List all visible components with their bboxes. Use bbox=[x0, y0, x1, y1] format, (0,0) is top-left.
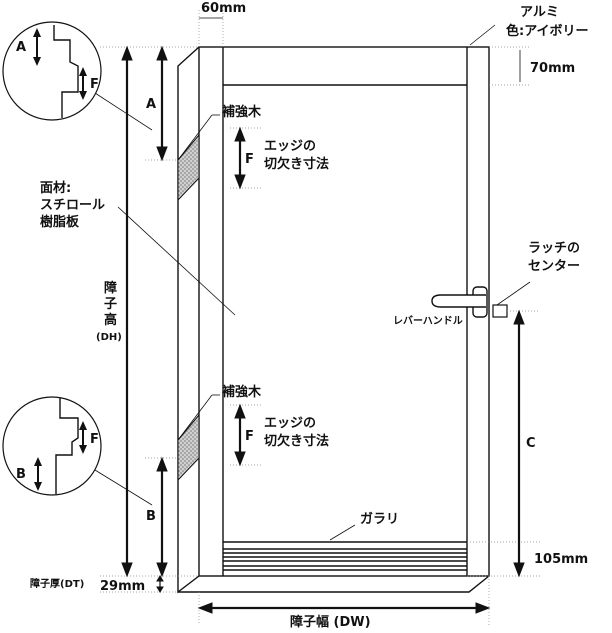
label-dim-c: C bbox=[526, 436, 536, 451]
label-notch-bottom-1: エッジの bbox=[264, 416, 316, 431]
label-aluminum-1: アルミ bbox=[520, 5, 559, 20]
reinforcement-top bbox=[177, 133, 200, 202]
door-edge-left bbox=[177, 46, 200, 594]
label-height-3: 高 bbox=[104, 312, 117, 328]
label-width: 障子幅 (DW) bbox=[290, 614, 371, 630]
label-height-1: 障 bbox=[104, 280, 117, 296]
reinforcement-bottom bbox=[177, 413, 200, 482]
louver-slats bbox=[223, 548, 467, 571]
lever-handle-icon bbox=[431, 286, 488, 318]
label-thickness: 障子厚(DT) bbox=[30, 577, 84, 590]
label-latch-1: ラッチの bbox=[528, 241, 580, 256]
label-thickness-value: 29mm bbox=[100, 579, 145, 594]
detail-circle-bottom bbox=[2, 396, 102, 496]
label-top-rail: 70mm bbox=[530, 61, 575, 76]
label-dim-f-top: F bbox=[245, 152, 254, 167]
label-dim-b: B bbox=[146, 509, 156, 524]
detail-circle-top bbox=[2, 21, 102, 121]
leader-lines bbox=[94, 24, 531, 541]
label-detail-f-top: F bbox=[90, 77, 99, 92]
label-louver: ガラリ bbox=[360, 512, 399, 527]
label-top-width: 60mm bbox=[201, 1, 246, 16]
label-notch-top-2: 切欠き寸法 bbox=[264, 156, 329, 172]
label-dim-f-bottom: F bbox=[245, 429, 254, 444]
label-reinforce-top: 補強木 bbox=[221, 104, 262, 120]
label-height-4: (DH) bbox=[96, 332, 122, 343]
label-height-2: 子 bbox=[104, 297, 117, 312]
label-lever: レバーハンドル bbox=[393, 315, 463, 327]
label-latch-2: センター bbox=[528, 259, 580, 274]
dimension-arrows bbox=[121, 17, 525, 614]
label-detail-b: B bbox=[16, 467, 26, 482]
label-reinforce-bottom: 補強木 bbox=[221, 384, 262, 400]
door-outline bbox=[198, 46, 490, 577]
label-dim-a: A bbox=[146, 97, 156, 112]
label-notch-bottom-2: 切欠き寸法 bbox=[264, 433, 329, 449]
label-aluminum-2: 色:アイボリー bbox=[506, 23, 589, 39]
label-detail-a: A bbox=[16, 40, 26, 55]
door-edge-bottom bbox=[178, 575, 490, 593]
label-notch-top-1: エッジの bbox=[264, 139, 316, 154]
label-bottom-rail: 105mm bbox=[534, 552, 588, 567]
label-face-1: 面材: bbox=[40, 180, 71, 196]
label-face-2: スチロール bbox=[40, 198, 105, 213]
label-detail-f-bottom: F bbox=[90, 432, 99, 447]
latch-icon bbox=[492, 304, 508, 318]
extension-lines bbox=[100, 10, 540, 625]
door-frame bbox=[177, 46, 490, 594]
label-face-3: 樹脂板 bbox=[40, 214, 80, 230]
